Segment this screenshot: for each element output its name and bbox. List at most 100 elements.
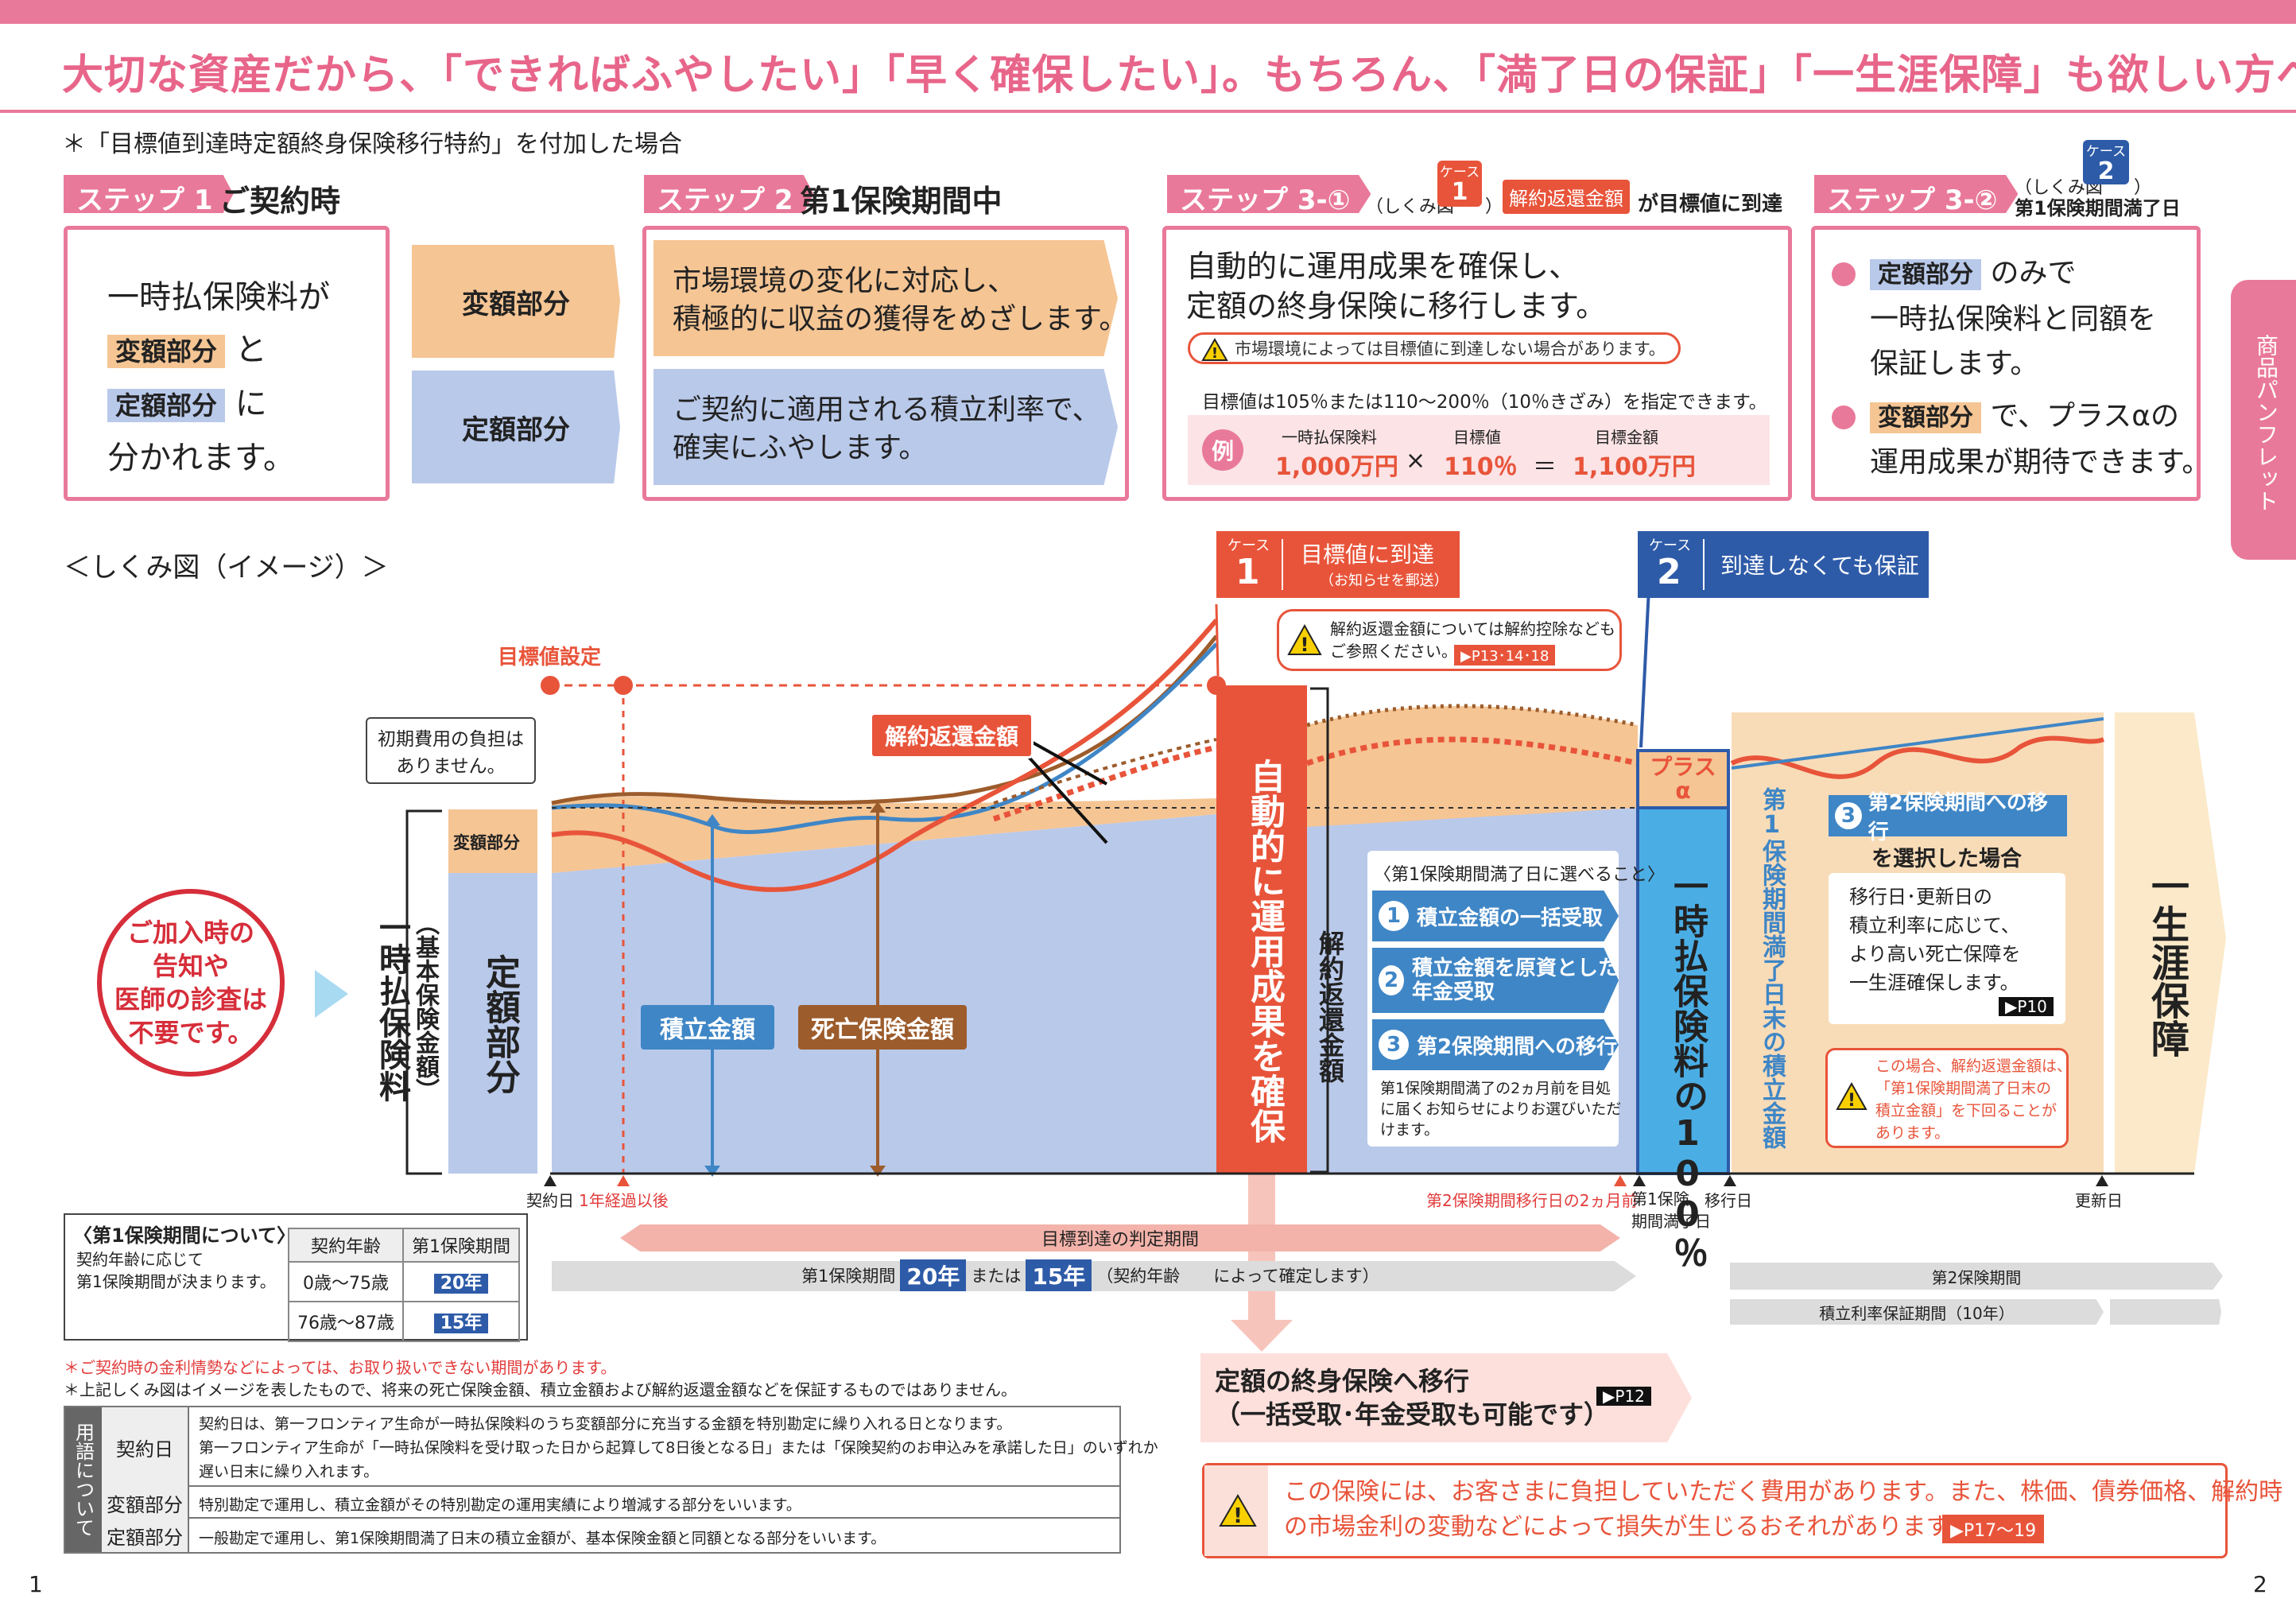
band-teigaku: 定額部分 [412,371,620,483]
plus-alpha: プラス α [1650,754,1716,804]
end-tsumitate-vertical: 第1保険期間満了日末の積立金額 [1758,787,1786,1149]
judge-period-bar: 目標到達の判定期間 [620,1224,1620,1251]
side-tab-label: 商品パンフレット [2253,334,2279,512]
move-text-box: 移行日･更新日の 積立利率に応じて、 より高い死亡保障を 一生涯確保します。 ▶… [1829,873,2065,1024]
lifetime-arrow [2115,712,2226,1174]
premium-bracket [405,809,442,1175]
bottom-warning-box: ! この保険には、お客さまに負担していただく費用があります。また、株価、債券価格… [1202,1463,2282,1558]
death-dashed-2 [1306,704,1639,728]
period-box: 〈第1保険期間について〉 契約年齢に応じて 第1保険期間が決まります。 契約年齢… [64,1213,528,1342]
warning-icon: ! [1836,1082,1867,1111]
svg-text:!: ! [1301,634,1309,656]
glossary-term-1: 契約日 [102,1407,189,1487]
page-headline: 大切な資産だから、「できればふやしたい」「早く確保したい」。もちろん、「満了日の… [62,52,2296,99]
step3b-title: 第1保険期間満了日 [2015,197,2181,219]
step1-ni: に [235,386,267,422]
period-20: 20年 [900,1259,967,1291]
step1-chip-teigaku: 定額部分 [107,389,226,422]
move-warn-text: この場合、解約返還金額は、 「第1保険期間満了日末の 積立金額」を下回ることが … [1875,1057,2073,1142]
svg-text:!: ! [1848,1091,1856,1111]
step3a-text: 自動的に運用成果を確保し、 定額の終身保険に移行します。 [1186,249,1607,324]
surrender-dashed [992,744,1217,822]
move-sub: を選択した場合 [1871,847,2022,871]
hengaku-small-label: 変額部分 [453,833,520,852]
tick-renew: 更新日 [2075,1191,2123,1210]
step3a-close: ） [1485,197,1503,217]
surrender-line [551,619,1219,892]
teigaku-vertical: 定額部分 [479,954,520,1094]
step3a-case-num: 1 [1451,178,1468,206]
glossary-term-2: 変額部分 [102,1487,189,1519]
svg-text:!: ! [1233,1504,1243,1527]
tick-1year: 1年経過以後 [579,1191,669,1210]
case1-label: ケース [1228,537,1270,554]
no-exam-badge: ご加入時の 告知や 医師の診査は 不要です。 [97,889,285,1077]
auto-secure-text: 自動的に運用成果を確保 [1244,759,1285,1143]
choice3-label: 第2保険期間への移行 [1417,1034,1618,1059]
choice1-label: 積立金額の一括受取 [1417,906,1604,930]
move-title: 第2保険期間への移行 [1867,791,2048,844]
surrender-dashed-2 [1305,736,1639,766]
ex-val3: 1,100万円 [1573,453,1696,481]
down-shaft [1248,1174,1275,1333]
period-r2b: 15年 [433,1314,489,1333]
page-number-left: 1 [29,1571,43,1597]
tick-mature: 第1保険 期間満了日 [1631,1189,1711,1231]
hundred-vertical: 一時払保険料の100％ [1667,868,1708,1270]
bottom-warning-ref[interactable]: ▶P17～19 [1942,1515,2045,1543]
warning-icon: ! [1219,1494,1257,1527]
move-ref[interactable]: ▶P10 [1999,997,2054,1016]
choice3-num: 3 [1379,1030,1409,1060]
teigaku-area [552,814,1216,1174]
case1-title: 目標値に到達 [1301,541,1435,568]
glossary-def-1: 契約日は、第一フロンティア生命が一時払保険料のうち変額部分に充当する金額を特別勘… [199,1415,1158,1480]
top-color-bar [0,0,2296,24]
step2-orange-band [654,240,1118,356]
move-text: 移行日･更新日の 積立利率に応じて、 より高い死亡保障を 一生涯確保します。 [1849,886,2021,994]
step2-tag: ステップ 2 [644,175,814,213]
choice2-num: 2 [1379,965,1404,995]
period-r1a: 0歳～75歳 [288,1261,404,1302]
ex-op2: ＝ [1533,453,1557,481]
period-15: 15年 [1026,1259,1092,1291]
choice-3: 3 第2保険期間への移行 [1372,1019,1619,1070]
tsumitate-label: 積立金額 [641,1005,774,1050]
shibou-label: 死亡保険金額 [798,1005,967,1050]
step1-chip-hengaku: 変額部分 [107,335,226,368]
step3a-chip: 解約返還金額 [1503,180,1630,214]
example-badge: 例 [1202,429,1243,471]
period-pre: 第1保険期間 [801,1267,896,1286]
period-post: （契約年齢 によって確定します） [1096,1267,1379,1286]
move-num: 3 [1835,802,1862,829]
side-tab[interactable] [2231,280,2296,560]
page-number-right: 2 [2253,1571,2267,1597]
to-lifetime-ref[interactable]: ▶P12 [1596,1387,1651,1406]
ex-op1: × [1406,447,1426,475]
kaiyaku-callout: 解約返還金額 [870,712,1034,759]
warning-icon: ! [1201,338,1228,362]
step3b-case-badge: ケース 2 [2083,140,2129,184]
death-dashed [993,738,1217,805]
case1-warn-text: 解約返還金額については解約控除なども ご参照ください。 [1330,619,1615,661]
case1-warn-box: ! 解約返還金額については解約控除なども ご参照ください。 ▶P13･14･18 [1277,609,1622,671]
move-title-bar: 3 第2保険期間への移行 [1829,791,2067,844]
step1-tag: ステップ 1 [64,175,234,213]
choice2-label: 積立金額を原資とした 年金受取 [1411,957,1619,1004]
svg-text:!: ! [1212,345,1218,362]
choice1-num: 1 [1379,901,1409,931]
step3a-tag: ステップ 3-① [1167,175,1371,213]
case1-header: ケース 1 目標値に到達 （お知らせを郵送） [1216,531,1460,598]
step3b-t5: 運用成果が期待できます。 [1870,446,2211,479]
period-r2a: 76歳～87歳 [288,1301,404,1342]
step3a-after: が目標値に到達 [1638,192,1783,216]
initial-teigaku-block [448,873,537,1174]
kihon-vertical: （基本保険金額） [411,911,439,1102]
hengaku-area [552,796,1216,873]
step2-blue-text: ご契約に適用される積立利率で、 確実にふやします。 [673,394,1101,464]
ex-val2: 110％ [1444,453,1518,481]
glossary-def-2: 特別勘定で運用し、積立金額がその特別勘定の運用実績により増減する部分をいいます。 [199,1496,801,1514]
case1-ref[interactable]: ▶P13･14･18 [1454,645,1556,665]
step3b-tag: ステップ 3-② [1814,175,2019,213]
